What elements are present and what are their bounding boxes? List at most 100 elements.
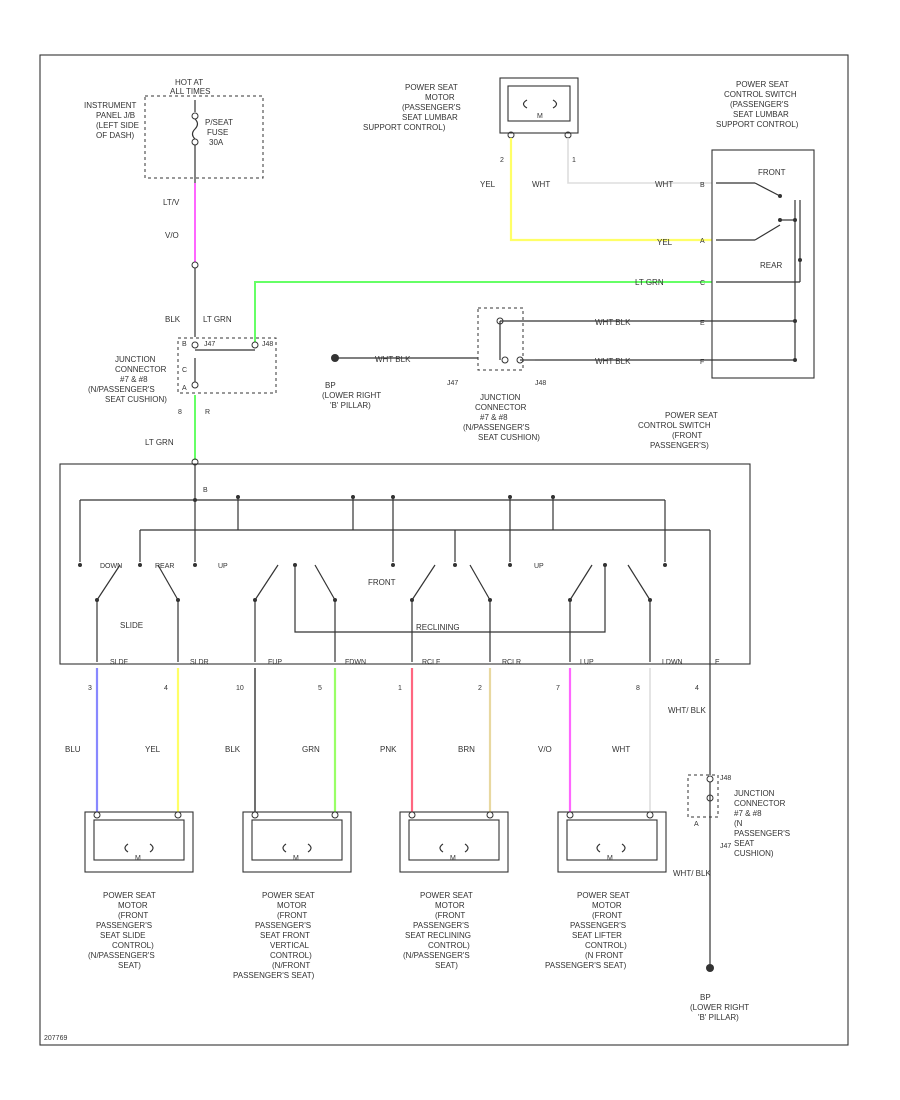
motor-slide-3: (FRONT — [118, 911, 148, 920]
jc-center-j48: J48 — [535, 380, 546, 387]
motor-reclining-5: SEAT RECLINING — [405, 931, 471, 940]
front-pin-sldf: SLDF — [110, 659, 128, 666]
ij-block-4: OF DASH) — [96, 131, 135, 140]
motor-vertical-2: MOTOR — [277, 901, 307, 910]
wire-label-lt-grn-2: LT GRN — [635, 278, 664, 287]
jc-main-title-1: JUNCTION — [115, 355, 156, 364]
wire-wht-lumbar — [567, 138, 712, 184]
front-switch-up-1: UP — [218, 563, 228, 570]
jc-center-title-3: #7 & #8 — [480, 413, 508, 422]
jc-right-title-6: SEAT — [734, 839, 754, 848]
wire-label-vo-low: V/O — [538, 745, 552, 754]
pin-num-3: 10 — [236, 685, 244, 692]
front-switch-title-4: PASSENGER'S) — [650, 441, 709, 450]
lumbar-motor-title-4: SEAT LUMBAR — [402, 113, 458, 122]
motor-wires — [95, 668, 651, 812]
motor-slide-5: SEAT SLIDE — [100, 931, 146, 940]
fuse-box — [144, 95, 264, 179]
lumbar-switch-title-4: SEAT LUMBAR — [733, 110, 789, 119]
jc-right-title-1: JUNCTION — [734, 789, 775, 798]
motor-vertical-9: PASSENGER'S SEAT) — [233, 971, 315, 980]
wire-label-wht-blk-3: WHT BLK — [595, 357, 631, 366]
junction-connector-center: J47 J48 JUNCTION CONNECTOR #7 & #8 (N/PA… — [447, 307, 546, 442]
motor-lifter: M POWER SEAT MOTOR (FRONT PASSENGER'S SE… — [545, 811, 667, 970]
front-pin-fup: FUP — [268, 659, 282, 666]
front-switch-front: FRONT — [368, 578, 396, 587]
wire-label-yel-r: YEL — [657, 238, 673, 247]
wire-label-grn: GRN — [302, 745, 320, 754]
lumbar-pin-e: E — [700, 320, 705, 327]
lumbar-switch-title-5: SUPPORT CONTROL) — [716, 120, 799, 129]
jc-right-title-7: CUSHION) — [734, 849, 774, 858]
jc-main-pin-r: R — [205, 409, 210, 416]
fuse-label-2: FUSE — [207, 128, 228, 137]
front-pin-rclr: RCLR — [502, 659, 521, 666]
fuse-symbol — [191, 118, 199, 140]
motor-vertical-5: SEAT FRONT — [260, 931, 310, 940]
motor-reclining-8: SEAT) — [435, 961, 458, 970]
jc-main-pin-a: A — [182, 385, 187, 392]
motor-reclining-4: PASSENGER'S — [413, 921, 469, 930]
pin-numbers: 3 4 10 5 1 2 7 8 4 — [88, 685, 699, 692]
wire-label-wht-blk-1: WHT BLK — [375, 355, 411, 364]
lumbar-switch-title-2: CONTROL SWITCH — [724, 90, 797, 99]
front-pin-e: E — [715, 659, 720, 666]
motor-vertical-m: M — [293, 855, 299, 862]
jc-right-title-3: #7 & #8 — [734, 809, 762, 818]
wire-yel-lumbar — [509, 138, 712, 242]
jc-main-title-2: CONNECTOR — [115, 365, 167, 374]
motor-reclining: M POWER SEAT MOTOR (FRONT PASSENGER'S SE… — [399, 811, 509, 970]
ground-right-2: (LOWER RIGHT — [690, 1003, 749, 1012]
wire-label-wht-r: WHT — [655, 180, 673, 189]
ground-left-3: 'B' PILLAR) — [330, 401, 371, 410]
lumbar-switch-front: FRONT — [758, 168, 786, 177]
wire-label-blk-low: BLK — [225, 745, 241, 754]
lumbar-motor-pin1: 1 — [572, 157, 576, 164]
fuse-label-3: 30A — [209, 138, 224, 147]
front-control-switch: POWER SEAT CONTROL SWITCH (FRONT PASSENG… — [59, 411, 751, 666]
motor-lifter-m: M — [607, 855, 613, 862]
motor-lifter-1: POWER SEAT — [577, 891, 630, 900]
front-switch-title-3: (FRONT — [672, 431, 702, 440]
motor-reclining-3: (FRONT — [435, 911, 465, 920]
motor-slide-7: (N/PASSENGER'S — [88, 951, 155, 960]
motor-front-vertical: M POWER SEAT MOTOR (FRONT PASSENGER'S SE… — [233, 811, 352, 980]
wire-label-wht-blk-2: WHT BLK — [595, 318, 631, 327]
wire-label-pnk: PNK — [380, 745, 397, 754]
jc-right-j48: J48 — [720, 775, 731, 782]
motor-lifter-3: (FRONT — [592, 911, 622, 920]
wire-label-wht-low: WHT — [612, 745, 630, 754]
ij-block-2: PANEL J/B — [96, 111, 135, 120]
figure-id: 207769 — [44, 1035, 67, 1042]
lumbar-switch-title-3: (PASSENGER'S — [730, 100, 789, 109]
front-switch-title-1: POWER SEAT — [665, 411, 718, 420]
jc-center-j47: J47 — [447, 380, 458, 387]
motor-slide-1: POWER SEAT — [103, 891, 156, 900]
front-switch-title-2: CONTROL SWITCH — [638, 421, 711, 430]
jc-right-title-5: PASSENGER'S — [734, 829, 790, 838]
ground-left: WHT BLK BP (LOWER RIGHT 'B' PILLAR) — [322, 354, 478, 410]
lumbar-motor-title-3: (PASSENGER'S — [402, 103, 461, 112]
motor-reclining-7: (N/PASSENGER'S — [403, 951, 470, 960]
ground-left-1: BP — [325, 381, 336, 390]
jc-center-title-4: (N/PASSENGER'S — [463, 423, 530, 432]
motor-slide-m: M — [135, 855, 141, 862]
pin-num-2: 4 — [164, 685, 168, 692]
jc-main-pin-b: B — [182, 341, 187, 348]
pin-num-1: 3 — [88, 685, 92, 692]
lumbar-pin-f: F — [700, 359, 704, 366]
lumbar-motor-m: M — [537, 113, 543, 120]
front-switch-pin-b: B — [203, 487, 208, 494]
lumbar-motor-pin2: 2 — [500, 157, 504, 164]
jc-center-title-2: CONNECTOR — [475, 403, 527, 412]
front-switch-slide: SLIDE — [120, 621, 143, 630]
fuse-label-1: P/SEAT — [205, 118, 233, 127]
wire-label-brn: BRN — [458, 745, 475, 754]
wire-label-wht-blk-5: WHT/ BLK — [673, 869, 711, 878]
motor-lifter-7: (N FRONT — [585, 951, 623, 960]
motor-reclining-6: CONTROL) — [428, 941, 470, 950]
jc-right-j47: J47 — [720, 843, 731, 850]
pin-num-9: 4 — [695, 685, 699, 692]
motor-vertical-8: (N/FRONT — [272, 961, 310, 970]
